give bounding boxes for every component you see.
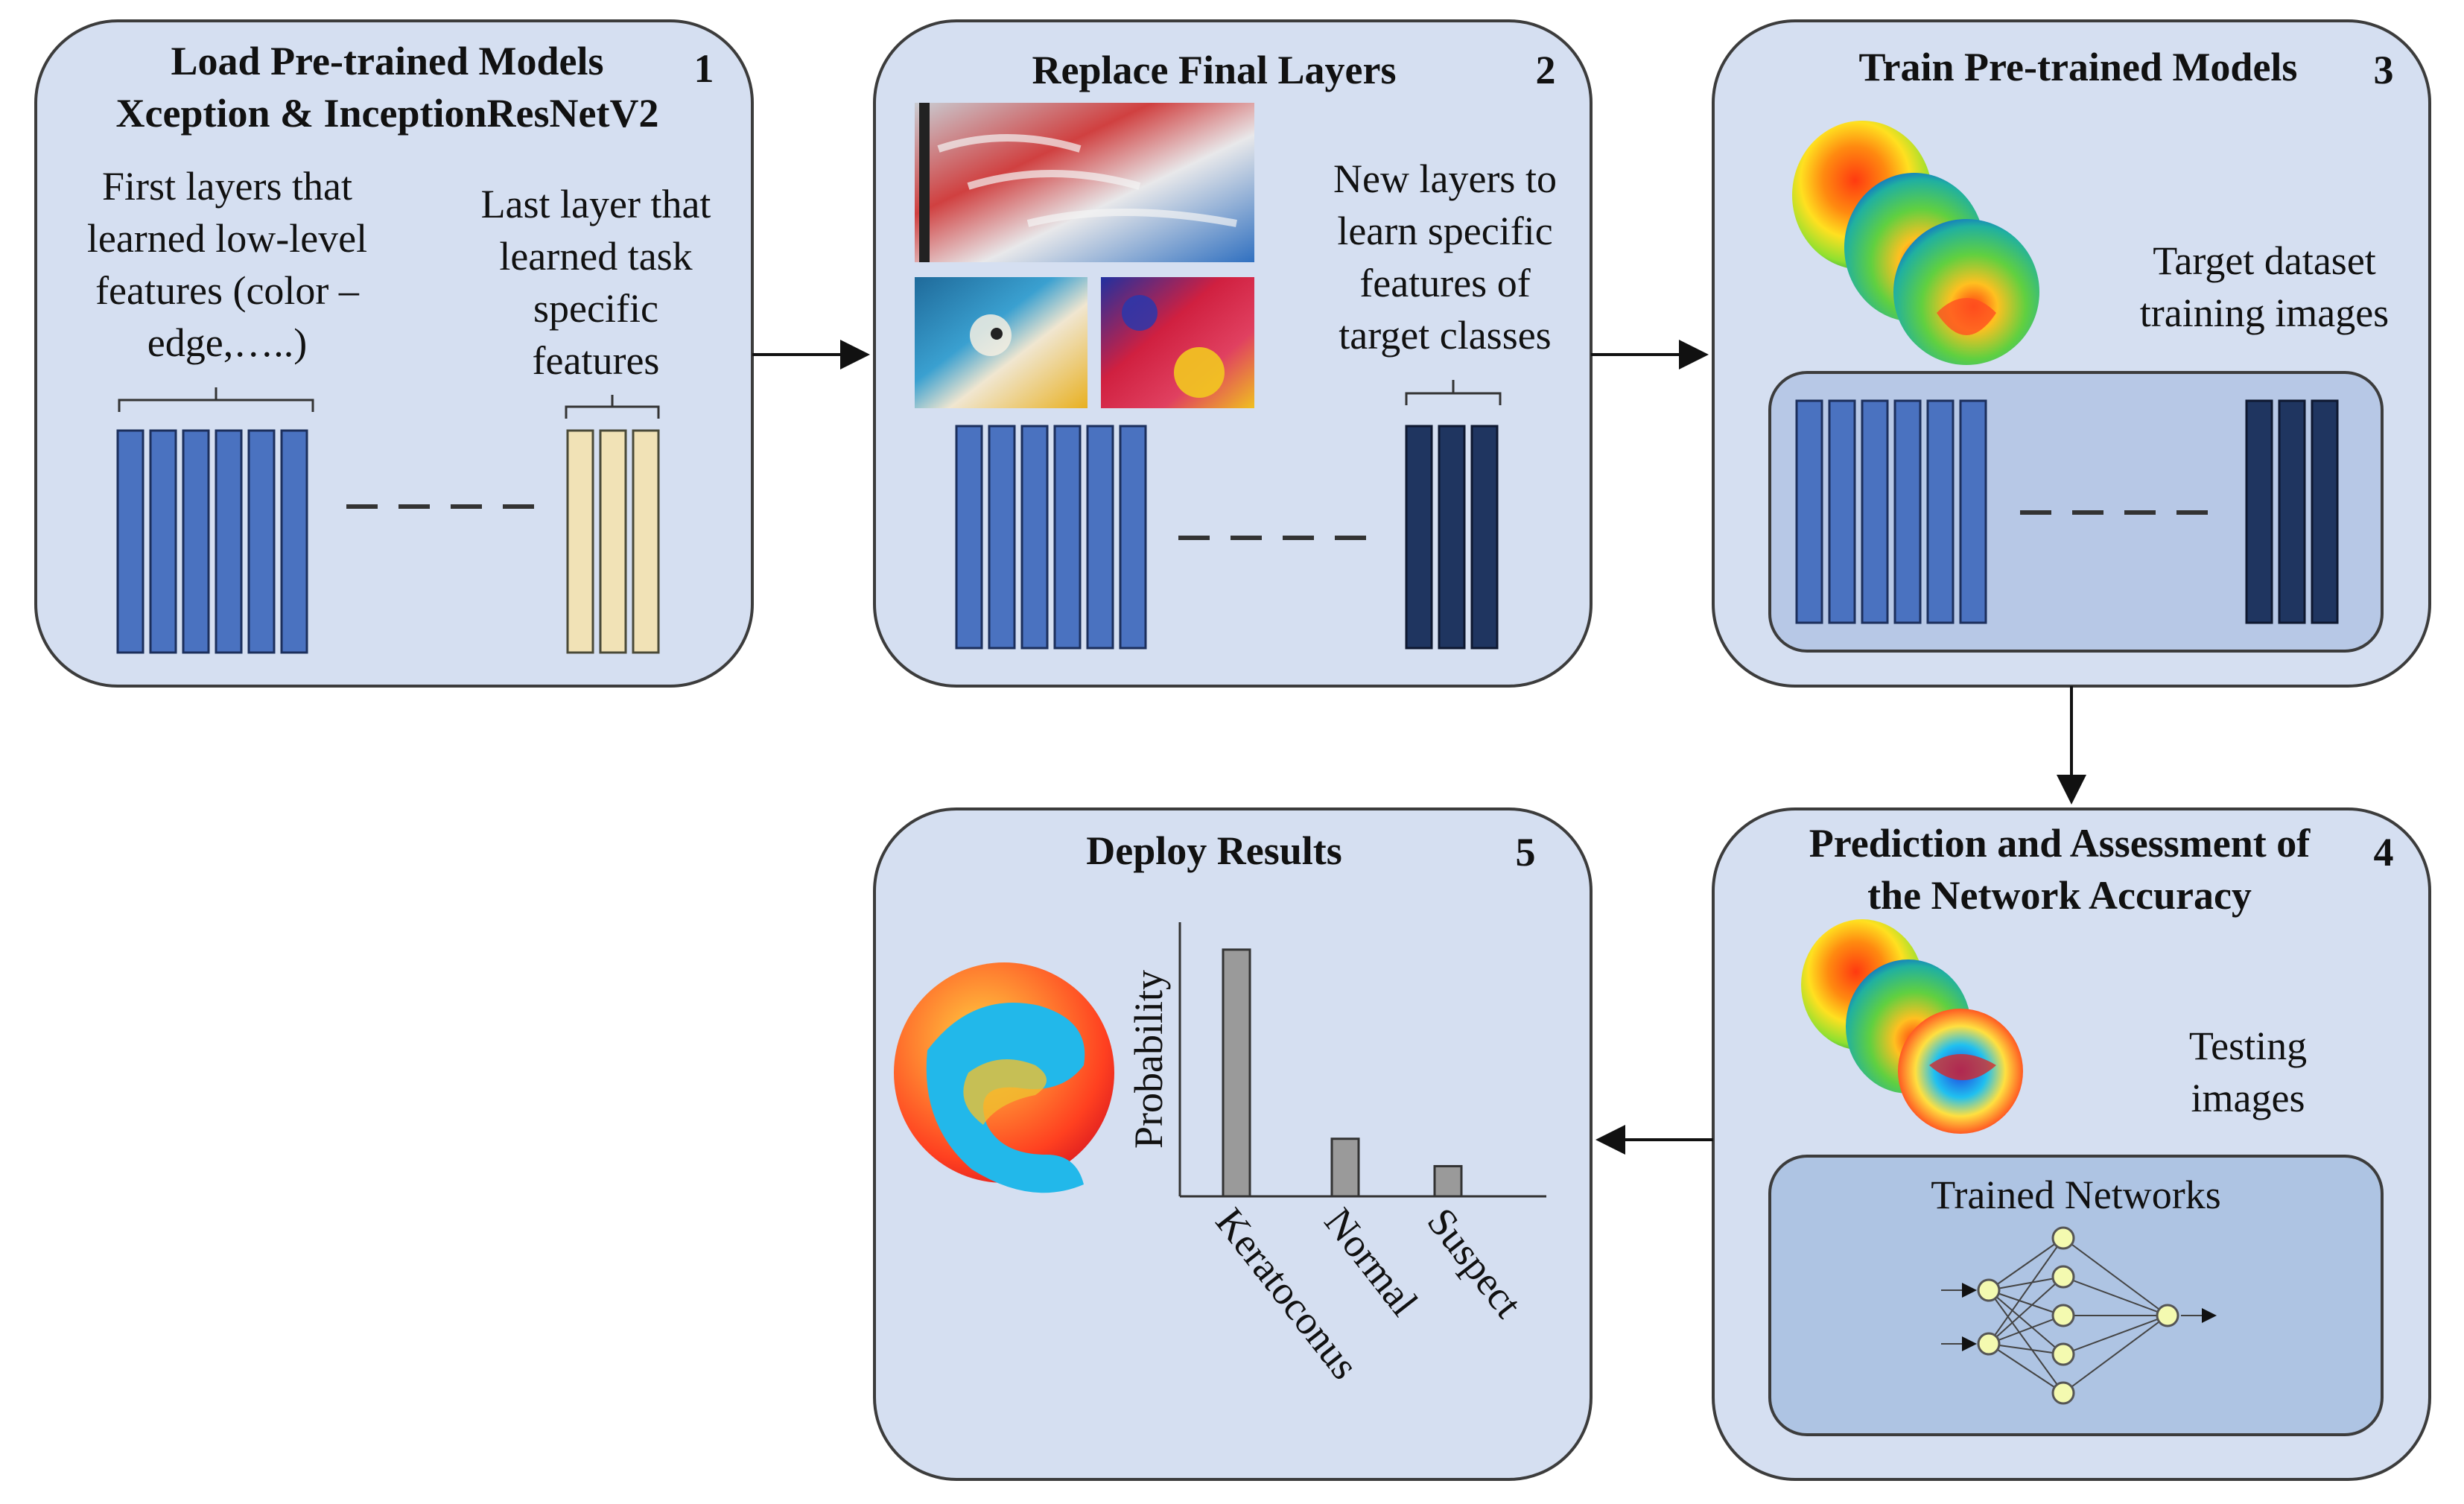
layer-block xyxy=(1053,425,1082,650)
panel-3-train-models: Train Pre-trained Models 3 Target datase… xyxy=(1712,19,2431,688)
neural-network-graph xyxy=(1941,1237,2217,1394)
panel-1-left-text-line-2: learned low-level xyxy=(87,216,367,261)
network-node xyxy=(2051,1381,2075,1405)
layer-block xyxy=(149,429,177,654)
panel-4-title-line-1: Prediction and Assessment of xyxy=(1809,821,2311,866)
panel-3-title: Train Pre-trained Models xyxy=(1859,45,2298,89)
network-nodes xyxy=(1977,1226,2179,1405)
panel-5-deploy-results: Deploy Results 5 Probability Keratoconus… xyxy=(873,807,1593,1481)
panel-1-right-text-line-1: Last layer that xyxy=(481,182,711,226)
panel-3-step-number: 3 xyxy=(2374,48,2394,92)
panel-2-step-number: 2 xyxy=(1536,48,1556,92)
layer-block xyxy=(116,429,145,654)
panel-2-right-text-line-2: learn specific xyxy=(1337,209,1552,253)
layer-block xyxy=(1020,425,1049,650)
panel-3-right-text-line-1: Target dataset xyxy=(2153,238,2376,283)
panel-1-title-line-1: Load Pre-trained Models xyxy=(171,39,604,83)
layer-block xyxy=(247,429,276,654)
panel-1-left-text-line-1: First layers that xyxy=(102,164,352,209)
panel-1-right-text-line-4: features xyxy=(533,338,660,383)
layer-block xyxy=(2245,399,2273,624)
network-node xyxy=(1977,1332,2001,1356)
layer-block xyxy=(1119,425,1147,650)
network-node xyxy=(2156,1304,2179,1327)
panel-1-step-number: 1 xyxy=(694,46,714,91)
layer-block xyxy=(1086,425,1114,650)
panel-3-frozen-layers xyxy=(1795,399,1987,624)
layer-block xyxy=(2311,399,2339,624)
panel-4-prediction-assessment: Prediction and Assessment of the Network… xyxy=(1712,807,2431,1481)
layer-block xyxy=(955,425,983,650)
panel-2-right-text-line-1: New layers to xyxy=(1333,156,1557,201)
bar-suspect xyxy=(1433,1165,1463,1198)
panel-2-right-text-line-4: target classes xyxy=(1339,313,1551,358)
sample-image-flowers xyxy=(1101,277,1254,408)
panel-1-load-models: Load Pre-trained Models Xception & Incep… xyxy=(34,19,754,688)
layer-block xyxy=(599,429,627,654)
panel-1-left-bracket xyxy=(118,387,314,412)
panel-1-left-text-line-4: edge,…..) xyxy=(147,320,307,365)
panel-1-title-line-2: Xception & InceptionResNetV2 xyxy=(116,91,659,136)
sample-image-parrot xyxy=(915,277,1087,408)
panel-4-right-text-line-1: Testing xyxy=(2189,1024,2307,1068)
panel-2-right-text-line-3: features of xyxy=(1359,261,1530,305)
network-node xyxy=(2051,1265,2075,1289)
network-node xyxy=(2051,1342,2075,1366)
panel-2-new-layers xyxy=(1405,425,1499,650)
layer-block xyxy=(1861,399,1889,624)
layer-block xyxy=(1959,399,1987,624)
panel-3-new-layers xyxy=(2245,399,2339,624)
panel-1-right-text-line-3: specific xyxy=(533,286,658,331)
panel-4-title-line-2: the Network Accuracy xyxy=(1867,873,2252,918)
layer-block xyxy=(280,429,308,654)
network-node xyxy=(1977,1278,2001,1302)
layer-block xyxy=(1828,399,1856,624)
layer-block xyxy=(1926,399,1955,624)
panel-5-step-number: 5 xyxy=(1516,830,1536,875)
panel-4-trained-networks-label: Trained Networks xyxy=(1931,1173,2220,1217)
chart-y-axis-label: Probability xyxy=(1126,970,1171,1149)
panel-1-right-bracket xyxy=(565,395,660,419)
panel-2-frozen-layers xyxy=(955,425,1147,650)
panel-1-frozen-layers xyxy=(116,429,308,654)
layer-block xyxy=(1405,425,1433,650)
panel-1-right-text-line-2: learned task xyxy=(499,234,692,279)
bar-normal xyxy=(1330,1137,1360,1198)
panel-1-task-layers xyxy=(566,429,660,654)
panel-3-right-text-line-2: training images xyxy=(2140,291,2389,335)
network-node xyxy=(2051,1304,2075,1327)
layer-block xyxy=(1470,425,1499,650)
panel-1-left-text-line-3: features (color – xyxy=(95,268,360,313)
layer-block xyxy=(1438,425,1466,650)
layer-block xyxy=(632,429,660,654)
panel-5-title: Deploy Results xyxy=(1086,828,1342,873)
sample-image-cars xyxy=(915,103,1254,262)
panel-4-right-text-line-2: images xyxy=(2191,1076,2305,1120)
result-corneal-map xyxy=(894,962,1114,1193)
layer-block xyxy=(215,429,243,654)
panel-2-title: Replace Final Layers xyxy=(1032,48,1397,92)
panel-2-right-bracket xyxy=(1405,380,1502,405)
bar-keratoconus xyxy=(1222,948,1251,1198)
layer-block xyxy=(566,429,594,654)
panel-2-replace-final-layers: Replace Final Layers 2 New layers to lea… xyxy=(873,19,1593,688)
layer-block xyxy=(988,425,1016,650)
layer-block xyxy=(1795,399,1823,624)
panel-4-step-number: 4 xyxy=(2374,830,2394,875)
layer-block xyxy=(182,429,210,654)
training-corneal-maps xyxy=(1792,121,2039,365)
testing-corneal-maps xyxy=(1801,919,2023,1134)
layer-block xyxy=(2278,399,2306,624)
flow-arrows xyxy=(752,340,2086,1155)
panel-4-trained-networks-box xyxy=(1768,1155,2384,1436)
layer-block xyxy=(1893,399,1922,624)
network-node xyxy=(2051,1226,2075,1250)
